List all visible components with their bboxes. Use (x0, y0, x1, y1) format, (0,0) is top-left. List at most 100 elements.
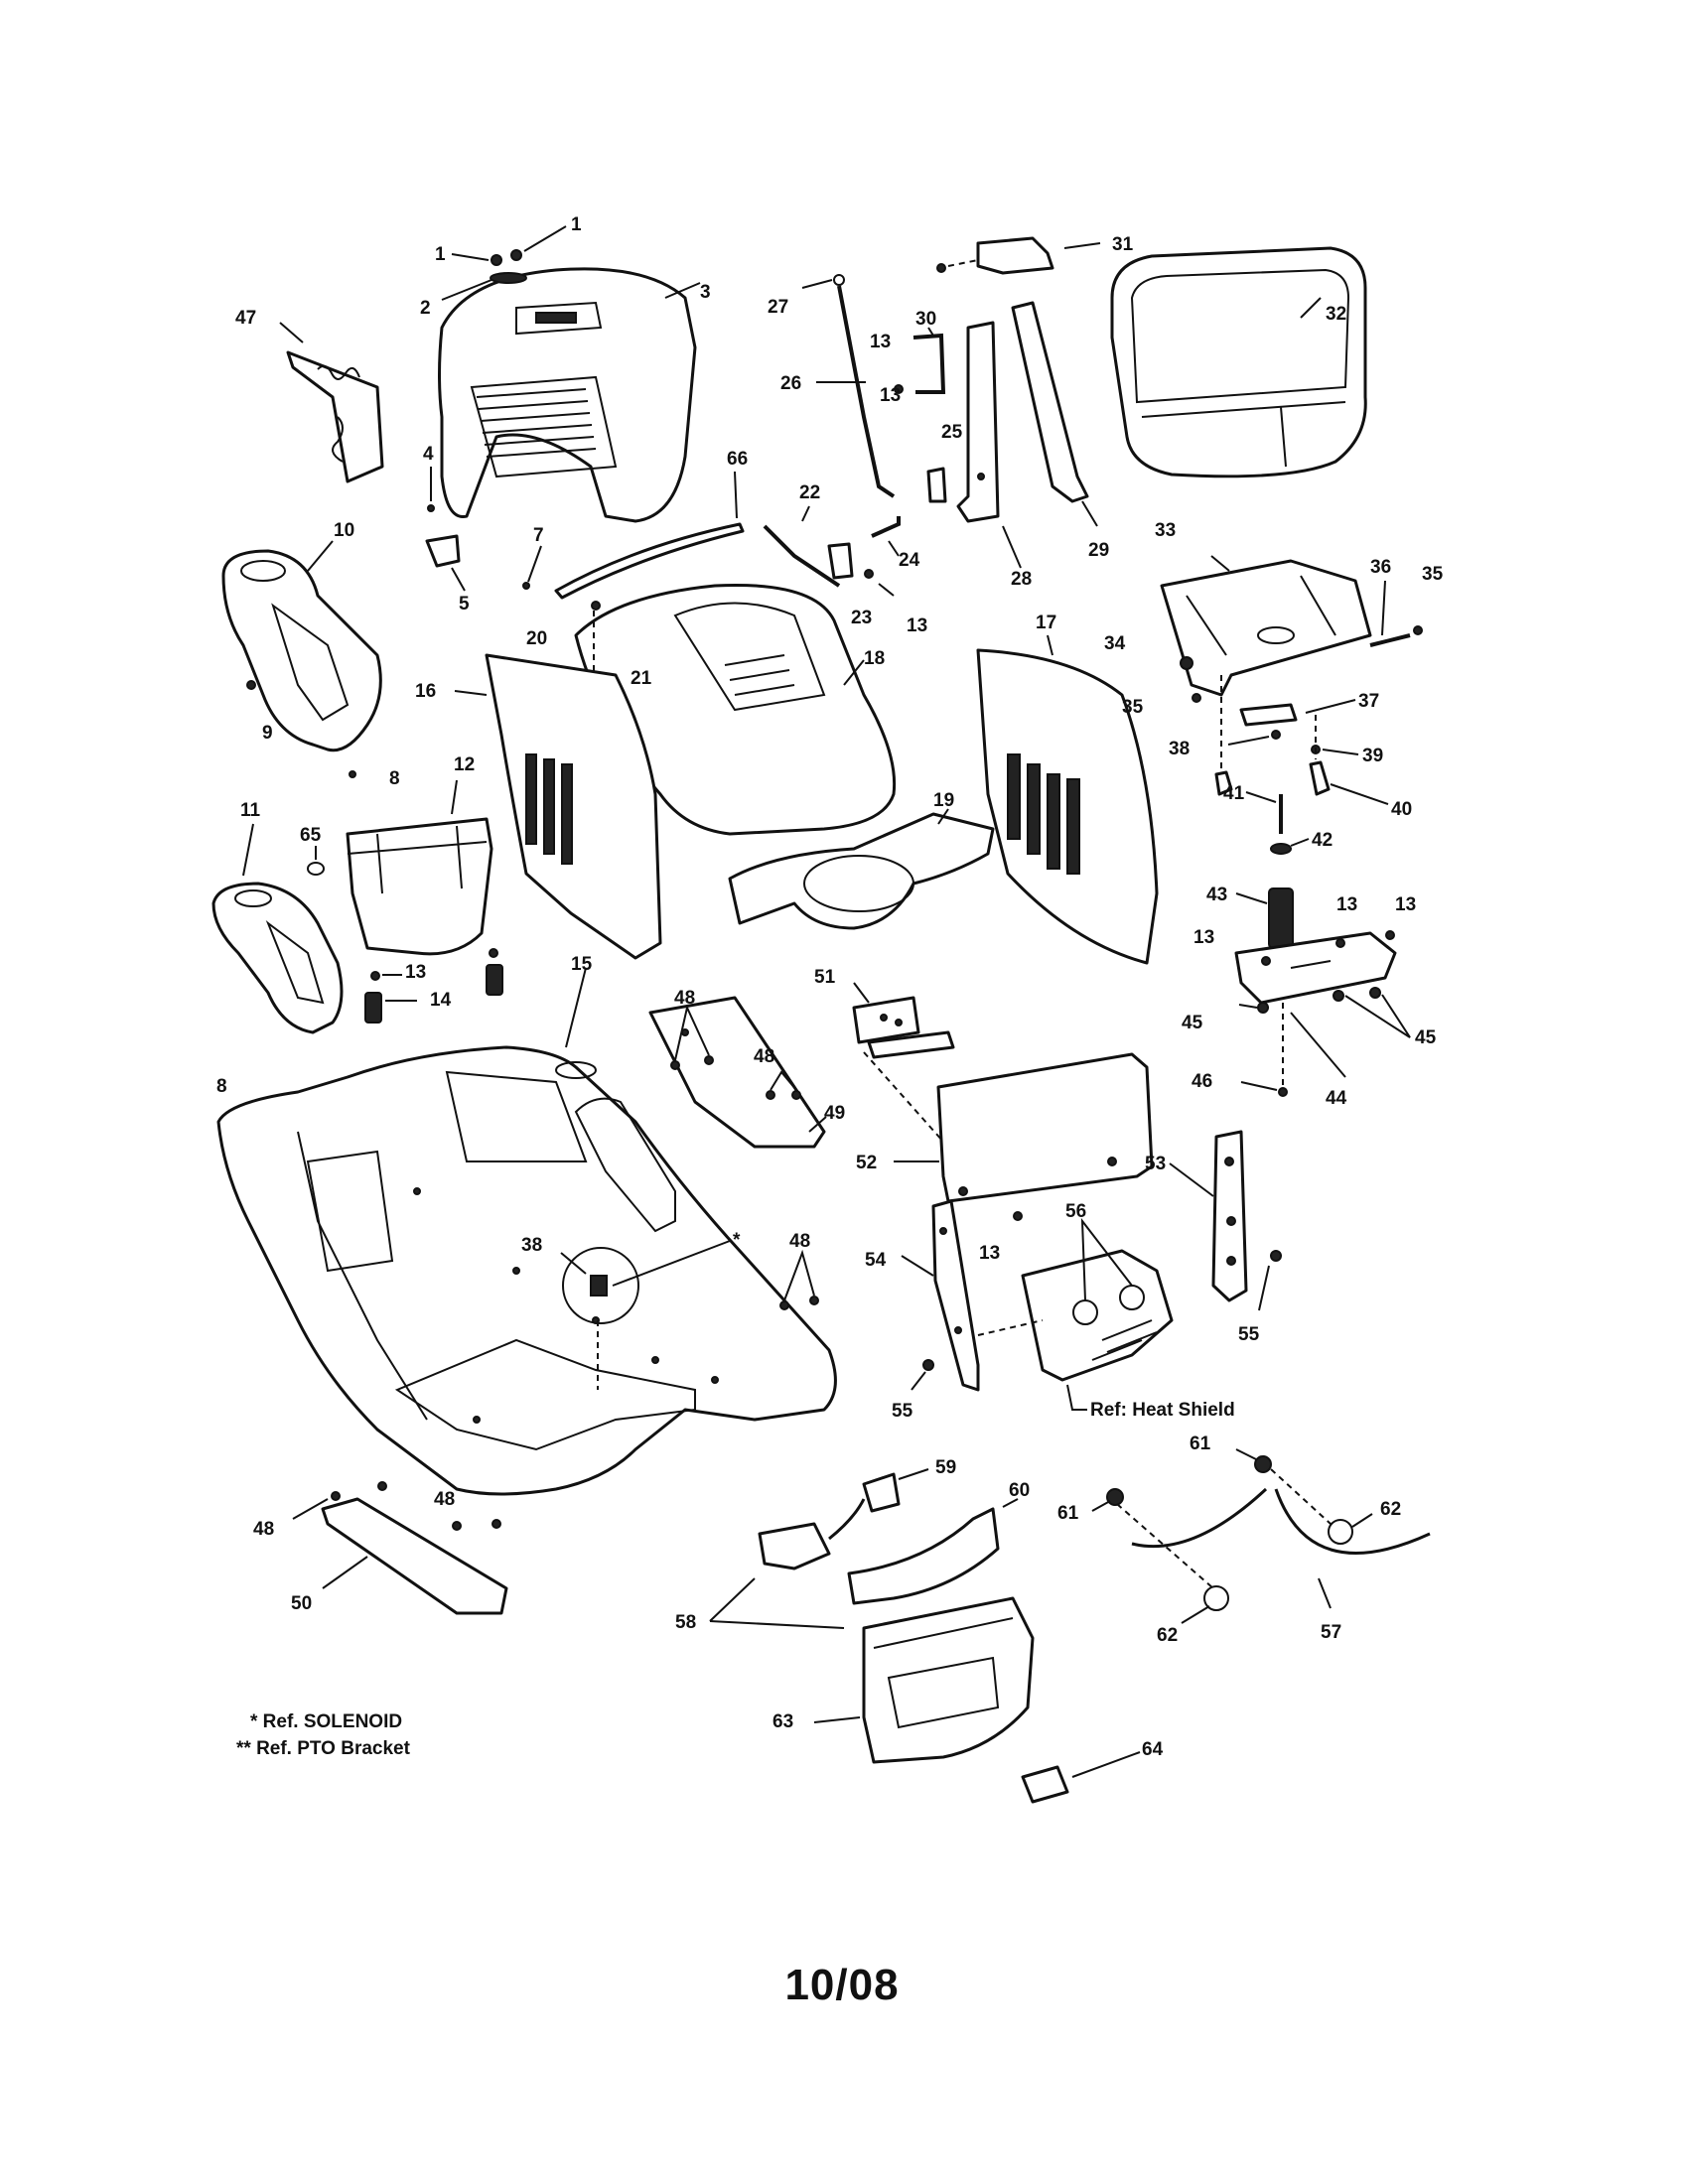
callout: 36 (1370, 557, 1391, 578)
callout: 52 (856, 1153, 877, 1173)
callout: 10 (334, 520, 354, 541)
callout: 2 (420, 298, 431, 319)
part-clip-64 (1021, 1751, 1141, 1804)
callout: 49 (824, 1103, 845, 1124)
callout: 45 (1182, 1013, 1203, 1033)
callout: 28 (1011, 569, 1032, 590)
callout: 48 (434, 1489, 455, 1510)
callout: 1 (435, 244, 446, 265)
part-solenoid-38 (560, 1240, 731, 1390)
callout: 13 (979, 1243, 1000, 1264)
part-lights-57-62 (1091, 1448, 1431, 1624)
callout: 56 (1065, 1201, 1086, 1222)
part-connector-59 (758, 1468, 929, 1570)
part-bracket-31 (936, 236, 1101, 275)
callout: 53 (1145, 1154, 1166, 1174)
part-body-15 (216, 967, 837, 1496)
callout: 26 (780, 373, 801, 394)
callout: 38 (521, 1235, 542, 1256)
callout: 60 (1009, 1480, 1030, 1501)
callout: 48 (674, 988, 695, 1009)
callout: 41 (1223, 783, 1245, 804)
footer-date: 10/08 (784, 1961, 900, 2009)
callout: 62 (1157, 1625, 1178, 1646)
part-bracket-53 (1169, 1130, 1282, 1311)
callout: 37 (1358, 691, 1379, 712)
callout: 65 (300, 825, 322, 846)
callout: 14 (430, 990, 452, 1011)
part-panel-52 (894, 1052, 1154, 1221)
note-solenoid-marker: * (733, 1230, 741, 1251)
note-pto-bracket: ** Ref. PTO Bracket (236, 1738, 411, 1759)
part-grille-63 (813, 1596, 1035, 1764)
callout: 4 (423, 444, 434, 465)
callout: 30 (915, 309, 936, 330)
reference-notes: Ref: Heat Shield * * Ref. SOLENOID ** Re… (236, 1230, 1235, 1759)
part-seat-pan-33 (1160, 555, 1423, 703)
callout: 57 (1321, 1622, 1341, 1643)
callout: 50 (291, 1593, 312, 1614)
callout: 55 (1238, 1324, 1260, 1345)
callout: 46 (1192, 1071, 1212, 1092)
part-plate-44 (1234, 930, 1411, 1097)
callout: 59 (935, 1457, 956, 1478)
callout: 47 (235, 308, 256, 329)
callout: 61 (1190, 1433, 1211, 1454)
callout: 39 (1362, 746, 1383, 766)
callout: 13 (405, 962, 426, 983)
callout: 51 (814, 967, 836, 988)
callout: 20 (526, 628, 547, 649)
callout: 45 (1415, 1027, 1437, 1048)
part-fender-10 (221, 540, 382, 778)
part-panel-16 (454, 653, 662, 960)
callout: 1 (571, 214, 582, 235)
callout: 58 (675, 1612, 696, 1633)
callout: 12 (454, 754, 475, 775)
part-linkage-22-24 (763, 505, 901, 597)
callout: 44 (1326, 1088, 1347, 1109)
callout: 42 (1312, 830, 1333, 851)
callout: 8 (389, 768, 400, 789)
callout: 31 (1112, 234, 1134, 255)
callout: 18 (864, 648, 885, 669)
callout: 25 (941, 422, 963, 443)
part-bracket-54 (901, 1199, 980, 1392)
callout: 55 (892, 1401, 913, 1422)
callout: 13 (1193, 927, 1214, 948)
part-trim-66 (554, 471, 745, 600)
callout: 29 (1088, 540, 1109, 561)
part-dash-3 (438, 267, 701, 523)
callout: 64 (1142, 1739, 1164, 1760)
callout: 9 (262, 723, 273, 744)
note-heat-shield: Ref: Heat Shield (1090, 1400, 1235, 1421)
callout: 8 (216, 1076, 227, 1097)
callout: 7 (533, 525, 544, 546)
part-screws-48 (779, 1249, 819, 1310)
callout: 11 (240, 800, 261, 821)
callout: 3 (700, 282, 711, 303)
part-grille-19 (728, 808, 995, 930)
part-bracket-5 (425, 467, 542, 592)
part-plate-49 (648, 996, 827, 1149)
part-decal-47 (279, 322, 384, 483)
callout: 13 (1336, 894, 1357, 915)
part-screws-1-2 (441, 225, 567, 301)
part-heat-shield-56 (977, 1217, 1174, 1411)
callout: 38 (1169, 739, 1190, 759)
callout: 48 (253, 1519, 274, 1540)
part-plate-29 (1011, 301, 1098, 527)
callout: 48 (754, 1046, 774, 1067)
callout: 34 (1104, 633, 1126, 654)
part-leader-58 (709, 1577, 845, 1629)
callout: 63 (772, 1711, 793, 1732)
callout: 27 (768, 297, 788, 318)
part-rod-26 (801, 274, 896, 498)
callout: 22 (799, 482, 820, 503)
callout: 32 (1326, 304, 1346, 325)
part-plate-50 (292, 1481, 508, 1615)
callout: 21 (631, 668, 652, 689)
part-brackets-37-40 (1214, 675, 1389, 805)
callout: 40 (1391, 799, 1412, 820)
callout: 35 (1122, 697, 1144, 718)
callout: 16 (415, 681, 436, 702)
